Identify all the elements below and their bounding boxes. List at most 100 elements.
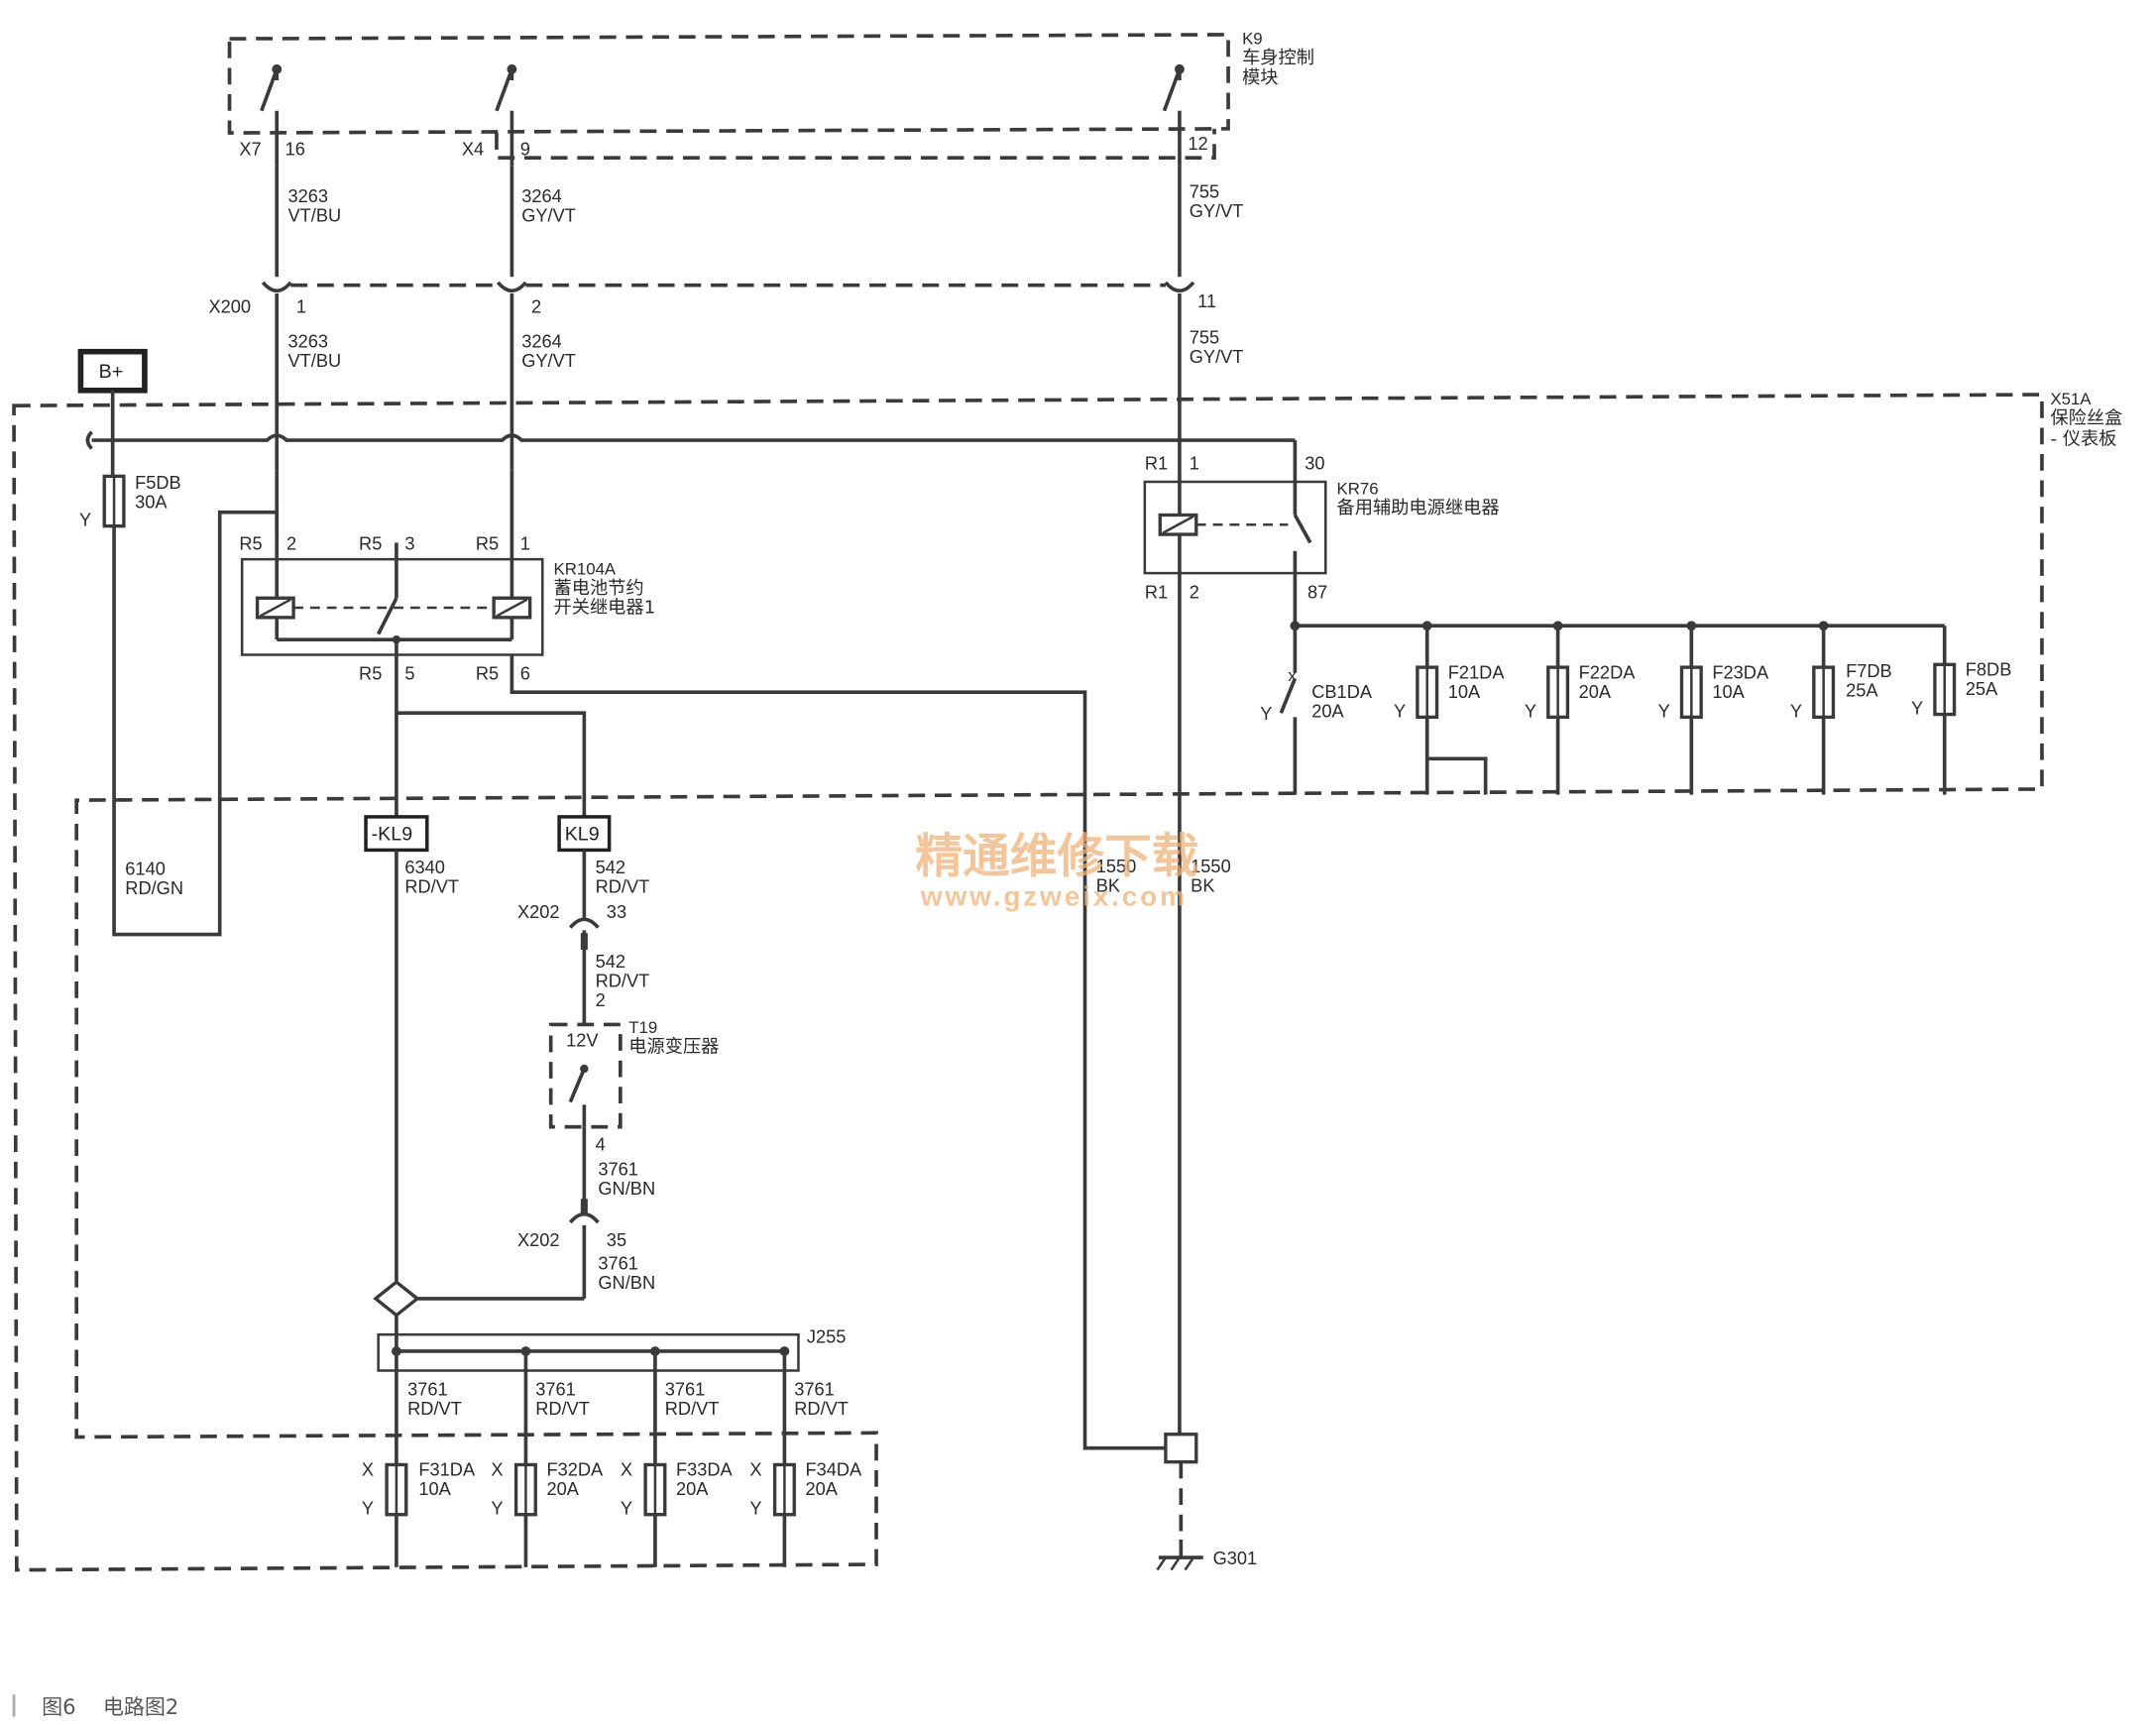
wire-3264-color-a: GY/VT: [521, 205, 576, 225]
g301-label: G301: [1213, 1549, 1258, 1568]
wire-6340: 6340 RD/VT: [395, 850, 459, 1285]
wire-3761-num-c2: 3761: [535, 1380, 576, 1400]
x202-pin-35: 35: [607, 1230, 626, 1250]
connector-x200: X200 1 2 11 3263 VT/BU 3264 GY/VT 755 GY…: [208, 281, 1244, 471]
f7db-name: F7DB: [1846, 661, 1892, 681]
svg-text:KL9: KL9: [565, 824, 600, 846]
wire-6340-color: RD/VT: [404, 877, 459, 897]
wire-755-num-b: 755: [1190, 327, 1219, 347]
f22da-name: F22DA: [1579, 662, 1637, 682]
f34da-rating: 20A: [805, 1479, 838, 1499]
kr104a-r5-c: R5: [476, 533, 499, 553]
f21da-name: F21DA: [1448, 662, 1506, 682]
f5db-rating: 30A: [135, 493, 168, 513]
kr104a-name-2: 开关继电器1: [553, 598, 655, 619]
kr104a-pin-2: 2: [286, 533, 296, 553]
wire-3761-color-c2: RD/VT: [535, 1399, 590, 1419]
caption-title: 电路图2: [103, 1695, 178, 1719]
kr76-pin-30: 30: [1305, 453, 1324, 473]
svg-text:x: x: [1288, 666, 1297, 685]
f7db-rating: 25A: [1846, 680, 1878, 700]
x51a-name-1: 保险丝盒: [2050, 407, 2122, 428]
f34da-y: Y: [749, 1499, 761, 1519]
kr76-id: KR76: [1337, 480, 1379, 499]
t19-pin-4: 4: [596, 1135, 606, 1155]
wire-542-color-a: RD/VT: [596, 877, 650, 897]
x202-label-b: X202: [517, 1230, 560, 1250]
watermark-url: www.gzweix.com: [920, 880, 1188, 911]
fuse-f23da: F23DA 10A Y: [1658, 626, 1769, 795]
kr76-name: 备用辅助电源继电器: [1337, 498, 1500, 518]
f31da-rating: 10A: [418, 1479, 451, 1499]
wire-755-color-b: GY/VT: [1190, 347, 1244, 367]
k9-switch-1: [260, 63, 283, 167]
f34da-x: X: [749, 1460, 761, 1480]
wire-3264-color-b: GY/VT: [521, 351, 576, 371]
k9-switch-2: [495, 63, 517, 167]
wire-542: 542 RD/VT X202 33 542 RD/VT 2: [517, 850, 650, 1025]
wire-3263-color-a: VT/BU: [287, 205, 341, 225]
f22da-rating: 20A: [1579, 682, 1612, 702]
k9-name-2: 模块: [1242, 67, 1278, 88]
f8db-y: Y: [1911, 699, 1923, 719]
badge-kl9: KL9: [557, 815, 612, 853]
kr104a-r5-d: R5: [359, 664, 382, 684]
k9-id: K9: [1242, 30, 1263, 49]
f5db-name: F5DB: [135, 473, 181, 493]
x51a-fuse-block: X51A 保险丝盒 - 仪表板: [12, 390, 2122, 1572]
x200-pin-2: 2: [531, 297, 541, 317]
x200-pin-11: 11: [1197, 291, 1216, 311]
f33da-rating: 20A: [676, 1479, 709, 1499]
t19-volt: 12V: [566, 1031, 599, 1051]
kr76-pin-87: 87: [1307, 582, 1327, 602]
k9-module: K9 车身控制 模块 X7 16 X4 9 12: [227, 30, 1314, 167]
wire-3761-color-b: GN/BN: [598, 1273, 655, 1293]
bplus-label: B+: [99, 361, 124, 383]
f31da-x: X: [362, 1460, 374, 1480]
kr104a-pin-3: 3: [404, 533, 414, 553]
pin-12: 12: [1188, 134, 1207, 154]
wire-3761-num-a: 3761: [598, 1160, 638, 1180]
caption-fig: 图6: [42, 1695, 75, 1719]
kr104a-pin-1: 1: [520, 533, 530, 553]
wire-1550-color-b: BK: [1191, 875, 1214, 895]
relay-kr104a: R5 2 R5 3 R5 1 KR104A 蓄电池节约 开关继电器1 R5 5 …: [239, 470, 655, 684]
kr76-pin-1: 1: [1190, 453, 1199, 473]
f32da-x: X: [491, 1460, 503, 1480]
figure-caption: 图6 电路图2: [12, 1694, 178, 1719]
cb1da-name: CB1DA: [1311, 682, 1373, 702]
wires-kr104a-out: [395, 654, 1166, 1450]
fuse-f21da: F21DA 10A Y: [1394, 626, 1506, 795]
f7db-y: Y: [1790, 701, 1802, 721]
wire-3761-color-a: GN/BN: [598, 1179, 655, 1199]
fuse-f31da: X F31DA 10A Y: [362, 1460, 476, 1567]
connector-x4: X4: [462, 139, 484, 159]
pin-16: 16: [285, 139, 305, 159]
wire-755-color-a: GY/VT: [1190, 201, 1244, 221]
wire-1550-ground: 1550 BK 1550 BK: [1096, 573, 1231, 1540]
f32da-name: F32DA: [546, 1460, 604, 1480]
watermark-cn: 精通维修下载: [915, 830, 1198, 884]
x200-pin-1: 1: [296, 297, 306, 317]
f31da-y: Y: [362, 1499, 374, 1519]
wire-3761-num-c3: 3761: [665, 1380, 706, 1400]
wires-upper: 3263 VT/BU 3264 GY/VT 755 GY/VT: [275, 166, 1244, 278]
kr104a-pin-6: 6: [520, 664, 530, 684]
k9-switch-3: [1162, 63, 1185, 167]
wire-3761-num-c1: 3761: [407, 1380, 448, 1400]
wire-755-num-a: 755: [1190, 182, 1219, 202]
kr76-output-bus: [1290, 573, 1945, 632]
f23da-rating: 10A: [1712, 682, 1745, 702]
wire-3264-num-a: 3264: [521, 186, 562, 206]
badge-neg-kl9: -KL9: [364, 815, 429, 853]
j255-label: J255: [807, 1327, 847, 1347]
fuse-f7db: F7DB 25A Y: [1790, 626, 1892, 795]
wire-3263-num-b: 3263: [287, 332, 328, 352]
kr104a-pin-5: 5: [404, 664, 414, 684]
f33da-name: F33DA: [676, 1460, 734, 1480]
breaker-cb1da: x CB1DA 20A Y: [1260, 626, 1373, 795]
cb1da-rating: 20A: [1311, 701, 1344, 721]
fuse-f34da: X F34DA 20A Y: [749, 1460, 862, 1567]
wire-3761-color-c4: RD/VT: [794, 1399, 849, 1419]
